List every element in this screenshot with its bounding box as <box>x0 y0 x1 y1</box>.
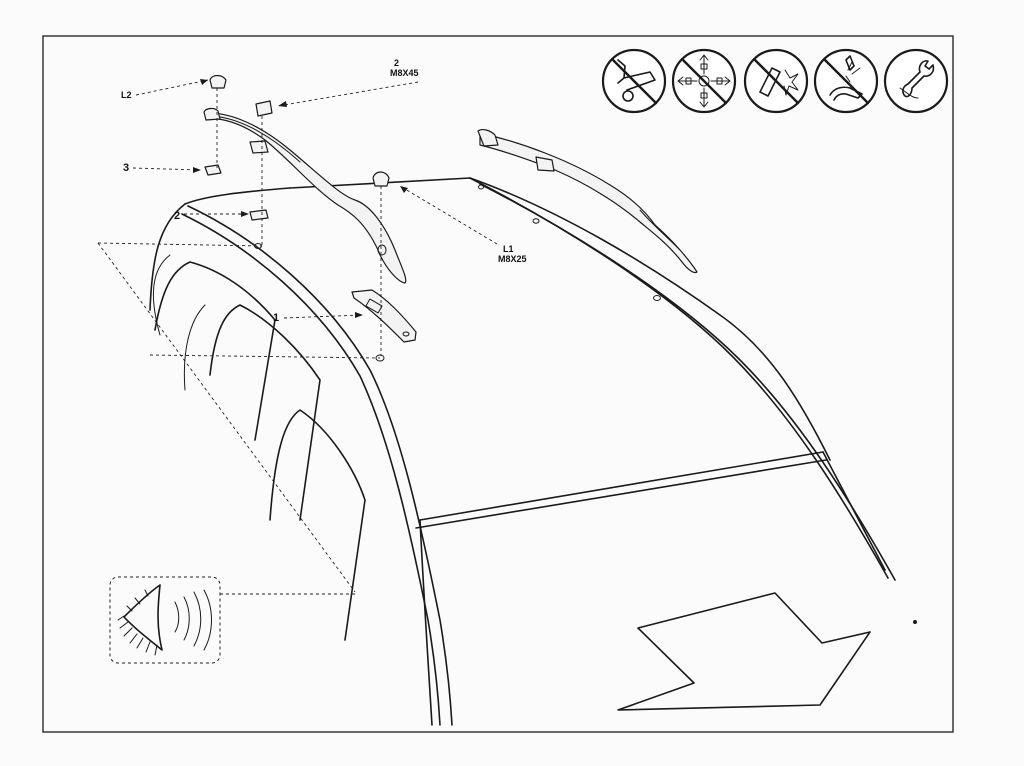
plate-part-2 <box>249 209 269 221</box>
no-wrench-icon <box>883 48 949 114</box>
warning-icons <box>601 48 949 114</box>
left-roof-rail <box>203 107 407 284</box>
end-cap-l1 <box>372 171 390 187</box>
assembly-lines <box>97 79 498 595</box>
end-cap-l2 <box>209 74 227 89</box>
no-high-pressure-wash-icon <box>813 48 879 114</box>
label-l1: L1 <box>503 244 514 254</box>
noise-callout <box>109 576 221 664</box>
rail-bolt-insert-top <box>255 100 273 117</box>
car-body <box>149 177 896 726</box>
no-sharp-object-icon <box>743 48 809 114</box>
label-top-count: 2 <box>394 58 399 68</box>
label-l1-bolt: M8X25 <box>498 254 527 264</box>
paper-speck <box>913 620 917 624</box>
label-part-1: 1 <box>273 312 279 324</box>
page-frame <box>42 35 954 733</box>
noise-ear-icon <box>117 584 212 656</box>
mounting-bracket-part-1 <box>351 289 417 343</box>
plate-part-3 <box>204 164 222 176</box>
no-overtighten-icon <box>671 48 737 114</box>
label-l2: L2 <box>121 90 132 100</box>
direction-arrow <box>617 592 871 711</box>
right-roof-rail <box>477 129 698 274</box>
no-power-tool-icon <box>601 48 667 114</box>
leader-arrowheads <box>193 79 408 318</box>
label-part-2: 2 <box>174 210 180 222</box>
label-top-bolt: M8X45 <box>390 68 419 78</box>
label-part-3: 3 <box>123 162 129 174</box>
